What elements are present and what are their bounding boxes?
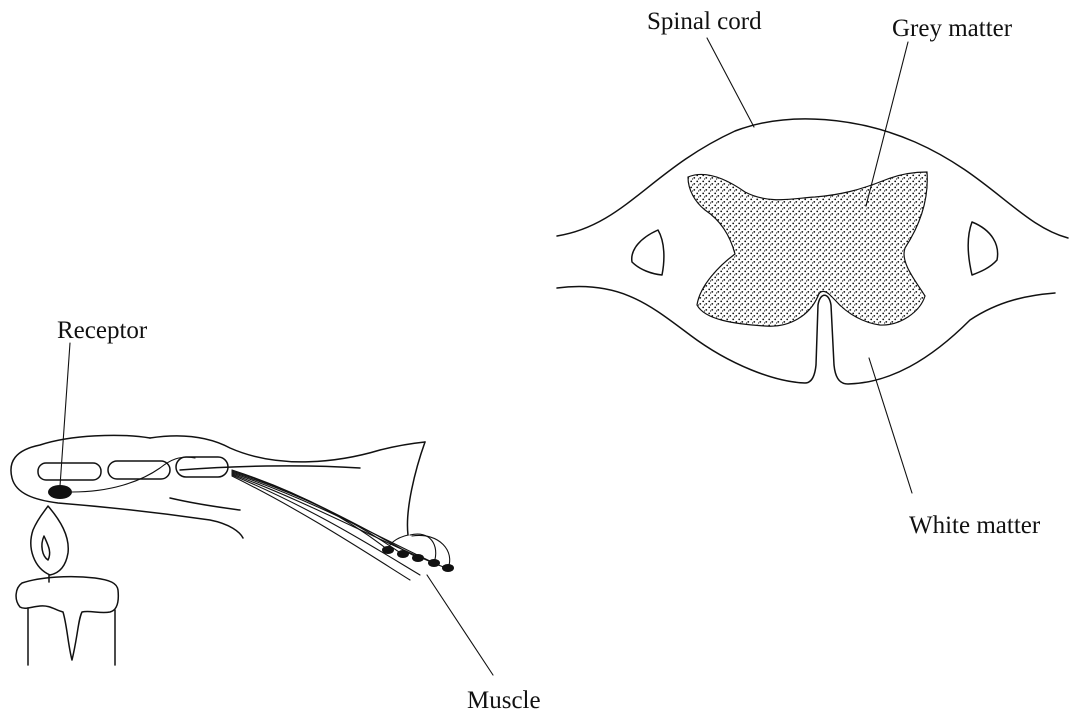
hand-illustration xyxy=(11,343,493,675)
phalanx-1 xyxy=(38,463,101,480)
palm-edge xyxy=(170,498,240,510)
receptor-dot xyxy=(48,485,72,499)
muscle-pointer xyxy=(427,575,493,675)
finger-outline xyxy=(11,435,243,538)
label-white-matter: White matter xyxy=(909,512,1041,539)
muscle-endplates xyxy=(382,534,454,572)
label-grey-matter: Grey matter xyxy=(892,15,1013,42)
candle-top xyxy=(16,577,118,660)
left-lumen xyxy=(632,230,664,275)
spinal-cord-cross-section xyxy=(557,38,1068,493)
flame-outer xyxy=(31,506,68,575)
right-lumen xyxy=(968,222,997,275)
grey-matter xyxy=(688,172,927,326)
label-muscle: Muscle xyxy=(467,687,541,714)
candle xyxy=(16,506,118,665)
white-matter-pointer xyxy=(869,358,912,493)
phalanx-2 xyxy=(108,461,170,479)
receptor-pointer xyxy=(60,343,70,486)
flame-inner xyxy=(42,536,50,560)
nerve-bundle xyxy=(232,470,446,580)
spinal-cord-pointer xyxy=(707,38,754,127)
forearm-edge xyxy=(407,442,425,535)
label-receptor: Receptor xyxy=(57,317,148,344)
label-spinal-cord: Spinal cord xyxy=(647,8,762,35)
knuckle-line xyxy=(180,466,360,470)
